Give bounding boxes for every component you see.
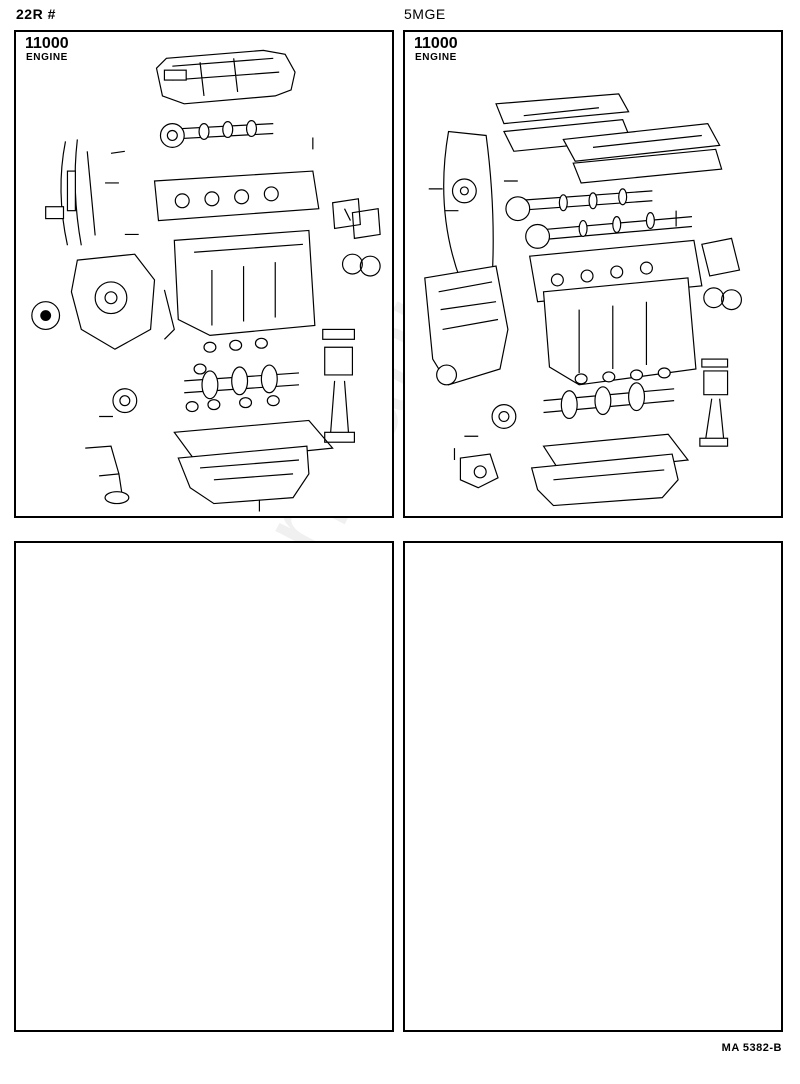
diagram-panel-5mge: 11000 ENGINE [403,30,783,518]
diagram-panel-22r: 11000 ENGINE [14,30,394,518]
engine-exploded-view-5mge [424,93,743,507]
model-label-5mge: 5MGE [404,6,446,22]
empty-panel-bottom-right [403,541,783,1032]
section-name: ENGINE [26,52,68,63]
part-code: 11000 [414,35,458,52]
section-name: ENGINE [415,52,457,63]
engine-exploded-view-22r [31,49,381,512]
part-code: 11000 [25,35,69,52]
document-code: MA 5382-B [721,1042,782,1054]
empty-panel-bottom-left [14,541,394,1032]
model-label-22r: 22R # [16,6,56,22]
